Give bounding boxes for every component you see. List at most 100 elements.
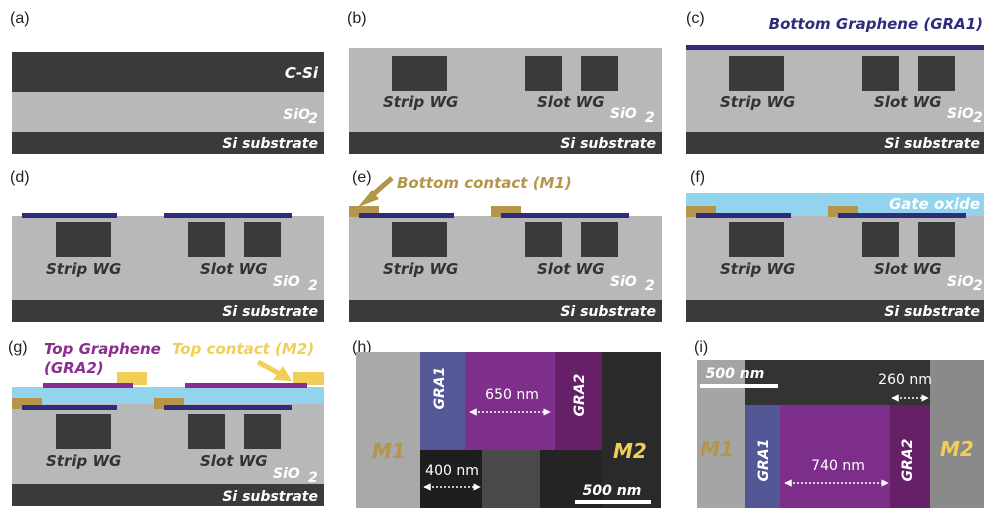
top-contact-label: Top contact (M2)	[172, 340, 314, 358]
slot-waveguide-left	[188, 414, 225, 449]
bottom-graphene-slot	[164, 405, 292, 410]
sio2-sub: 2	[308, 470, 318, 486]
slot-wg-label: Slot WG	[874, 260, 942, 278]
slot-waveguide-left	[525, 222, 562, 257]
dim-260-label: 260 nm	[878, 372, 932, 388]
strip-waveguide	[56, 414, 111, 449]
si-substrate-layer	[12, 300, 324, 322]
gra1-overlay	[420, 352, 465, 450]
panel-i-label: (i)	[694, 339, 708, 356]
m1-label: M1	[700, 437, 734, 461]
slot-region	[540, 450, 602, 508]
substrate-label: Si substrate	[222, 136, 318, 152]
bottom-graphene-strip	[22, 405, 117, 410]
gate-oxide-label: Gate oxide	[889, 195, 980, 213]
m1-contact-region	[697, 360, 745, 508]
slot-wg-label: Slot WG	[200, 260, 268, 278]
dim-650-label: 650 nm	[485, 387, 539, 403]
panel-f: (f) Gate oxide Strip WG Slot WG SiO 2 Si…	[686, 169, 984, 322]
panel-c-label: (c)	[686, 10, 705, 27]
substrate-label: Si substrate	[560, 136, 656, 152]
strip-waveguide	[392, 222, 447, 257]
overlap-overlay	[780, 405, 890, 508]
strip-wg-label: Strip WG	[383, 260, 458, 278]
slot-waveguide-left	[188, 222, 225, 257]
sio2-sub: 2	[973, 110, 983, 126]
top-contact-arrowhead	[273, 366, 292, 381]
m2-contact-region	[930, 360, 984, 508]
bottom-contact-right	[491, 206, 521, 217]
sio2-label: SiO	[610, 274, 637, 290]
bottom-graphene-slot	[501, 213, 629, 218]
panel-g-label: (g)	[8, 339, 28, 356]
bottom-graphene-strip	[22, 213, 117, 218]
bottom-graphene-sheet	[686, 45, 984, 50]
sio2-label: SiO	[273, 274, 300, 290]
slot-waveguide-right	[244, 414, 281, 449]
bottom-graphene-strip	[696, 213, 791, 218]
sio2-main: SiO	[283, 107, 310, 123]
top-contact-right	[293, 372, 324, 385]
si-substrate-layer	[12, 132, 324, 154]
panel-h-label: (h)	[352, 339, 372, 356]
sio2-label: SiO	[273, 466, 300, 482]
slot-waveguide-left	[525, 56, 562, 91]
slot-waveguide-right	[244, 222, 281, 257]
si-substrate-layer	[686, 300, 984, 322]
bottom-graphene-slot	[838, 213, 966, 218]
panel-a: (a) C-Si SiO 2 Si substrate	[10, 10, 324, 154]
bottom-contact-left	[12, 398, 42, 409]
top-graphene-label-line1: Top Graphene	[44, 340, 161, 358]
bottom-graphene-title: Bottom Graphene (GRA1)	[769, 15, 983, 33]
top-graphene-strip	[43, 383, 133, 388]
top-contact-arrow	[256, 359, 282, 377]
sio2-sub: 2	[308, 278, 318, 294]
overlap-overlay	[465, 352, 555, 450]
m1-contact-region	[356, 352, 426, 508]
sio2-sub: 2	[308, 111, 318, 127]
bottom-contact-title: Bottom contact (M1)	[397, 174, 572, 192]
si-substrate-layer	[349, 132, 662, 154]
slot-wg-label: Slot WG	[537, 93, 605, 111]
dim-740-label: 740 nm	[811, 458, 865, 474]
bottom-contact-arrowhead	[358, 190, 379, 207]
strip-waveguide	[392, 56, 447, 91]
sio2-label: SiO	[947, 106, 974, 122]
substrate-label: Si substrate	[560, 304, 656, 320]
bottom-graphene-slot	[164, 213, 292, 218]
panel-b-label: (b)	[347, 10, 367, 27]
substrate-label: Si substrate	[222, 304, 318, 320]
strip-waveguide	[729, 56, 784, 91]
panel-g: (g) Top Graphene (GRA2) Top contact (M2)…	[8, 339, 324, 506]
gap-region	[420, 450, 482, 508]
sio2-sub: 2	[973, 278, 983, 294]
strip-wg-label: Strip WG	[46, 452, 121, 470]
panel-f-label: (f)	[690, 169, 705, 186]
substrate-label: Si substrate	[222, 489, 318, 505]
slot-waveguide-right	[918, 222, 955, 257]
strip-wg-label: Strip WG	[720, 93, 795, 111]
scale-bar-label: 500 nm	[583, 483, 642, 499]
panel-c: (c) Bottom Graphene (GRA1) Strip WG Slot…	[686, 10, 984, 154]
sio2-label: SiO	[947, 274, 974, 290]
panel-i: (i) GRA1 GRA2 740 nm 260 nm M1 M2 500 nm	[694, 339, 984, 508]
bottom-graphene-strip	[359, 213, 454, 218]
panel-b: (b) Strip WG Slot WG SiO 2 Si substrate	[347, 10, 662, 154]
slot-waveguide-left	[862, 222, 899, 257]
slot-waveguide-left	[862, 56, 899, 91]
gra1-label: GRA1	[432, 367, 448, 410]
sio2-label: SiO	[610, 106, 637, 122]
strip-wg-label: Strip WG	[46, 260, 121, 278]
panel-d: (d) Strip WG Slot WG SiO 2 Si substrate	[10, 169, 324, 322]
strip-wg-label: Strip WG	[720, 260, 795, 278]
scale-bar-label: 500 nm	[706, 366, 765, 382]
bottom-contact-right	[828, 206, 858, 217]
gra1-overlay	[745, 405, 780, 508]
scale-bar	[575, 500, 651, 504]
bottom-contact-left	[349, 206, 379, 217]
slot-waveguide-right	[581, 56, 618, 91]
slot-wg-label: Slot WG	[200, 452, 268, 470]
top-graphene-slot	[185, 383, 307, 388]
gra1-label: GRA1	[756, 439, 772, 482]
